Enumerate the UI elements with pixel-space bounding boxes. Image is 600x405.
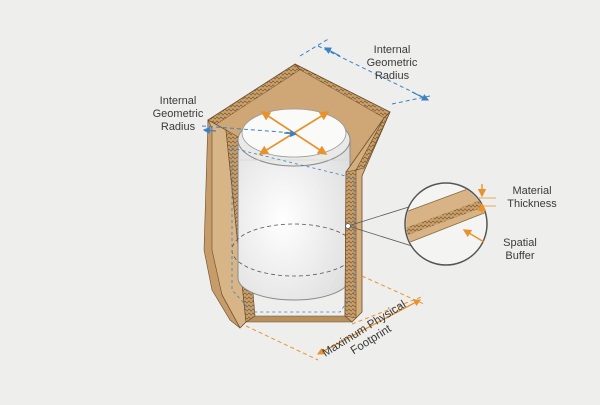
canister xyxy=(231,108,357,301)
label-line: Material xyxy=(512,185,552,197)
box-right-wall xyxy=(344,111,391,323)
label-line: Internal xyxy=(373,44,411,56)
label-internal-radius-top: Internal Geometric Radius xyxy=(352,44,432,83)
label-line: Buffer xyxy=(505,250,535,262)
box-left-flap xyxy=(203,119,241,329)
magnifier-detail xyxy=(404,182,488,266)
label-material-thickness: Material Thickness xyxy=(492,185,572,211)
label-line: Spatial xyxy=(503,237,537,249)
label-line: Radius xyxy=(374,70,410,82)
label-line: Geometric xyxy=(152,108,204,120)
label-internal-radius-left: Internal Geometric Radius xyxy=(138,95,218,134)
inner-clearance-outline xyxy=(231,147,355,313)
magnifier-leader xyxy=(345,205,413,247)
box-floor xyxy=(245,315,353,323)
label-line: Geometric xyxy=(366,57,418,69)
radius-dimension-top xyxy=(299,37,431,105)
label-line: Thickness xyxy=(507,198,557,210)
label-line: Internal xyxy=(159,95,197,107)
radius-dimension-left xyxy=(201,125,298,138)
thickness-arrows xyxy=(477,184,496,214)
footprint-dimension xyxy=(245,275,425,361)
label-line: Radius xyxy=(160,121,196,133)
buffer-arrow xyxy=(462,229,485,243)
label-spatial-buffer: Spatial Buffer xyxy=(490,237,550,263)
